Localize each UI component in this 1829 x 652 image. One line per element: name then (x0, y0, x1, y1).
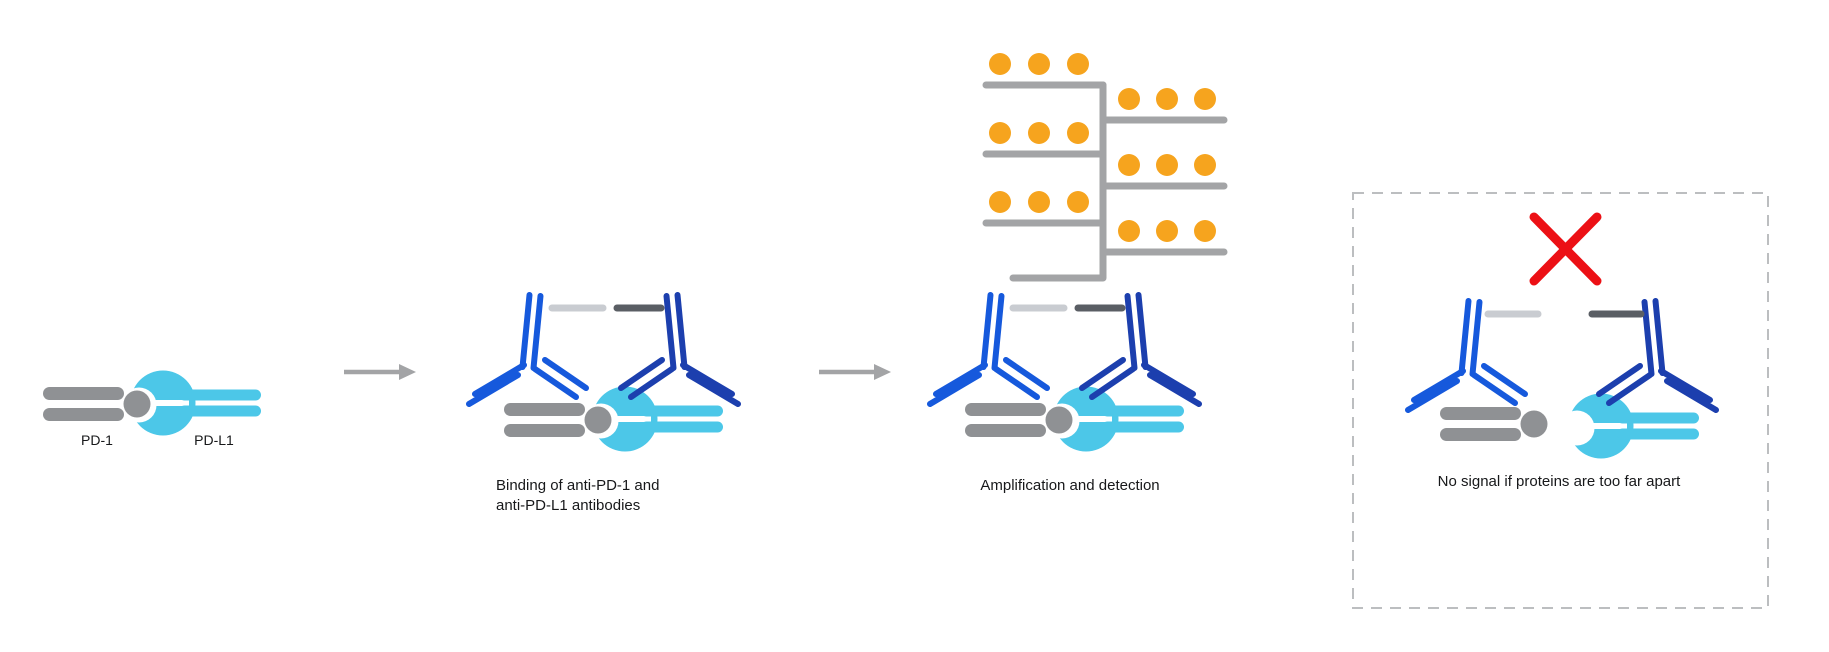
amplification-tree-icon (982, 81, 1228, 282)
fluorophore-dot-icon (1156, 220, 1178, 242)
fluorophore-dot-icon (1028, 191, 1050, 213)
fluorophore-dot-icon (1118, 220, 1140, 242)
panel-amplification: Amplification and detection (930, 53, 1228, 494)
fluorophore-dot-icon (1067, 53, 1089, 75)
fluorophore-dot-icon (1194, 88, 1216, 110)
dashed-box (1352, 192, 1769, 609)
pdl1-label: PD-L1 (194, 432, 234, 448)
fluorophore-dot-icon (1118, 154, 1140, 176)
fluorophore-dot-icon (989, 122, 1011, 144)
arrow-right-icon (344, 364, 416, 380)
fluorophore-dots (989, 53, 1216, 242)
fluorophore-dot-icon (1067, 122, 1089, 144)
pd1-label: PD-1 (81, 432, 113, 448)
no-signal-caption: No signal if proteins are too far apart (1438, 473, 1681, 490)
panel-interaction: PD-1 PD-L1 (43, 370, 261, 448)
pdl1-protein-icon (1559, 393, 1699, 459)
x-mark-icon (1529, 212, 1602, 286)
fluorophore-dot-icon (1156, 154, 1178, 176)
fluorophore-dot-icon (1156, 88, 1178, 110)
fluorophore-dot-icon (1194, 220, 1216, 242)
fluorophore-dot-icon (1028, 122, 1050, 144)
fluorophore-dot-icon (1118, 88, 1140, 110)
fluorophore-dot-icon (1028, 53, 1050, 75)
binding-caption-line2: anti-PD-L1 antibodies (496, 497, 640, 514)
pd1-protein-icon (1440, 407, 1548, 441)
fluorophore-dot-icon (989, 53, 1011, 75)
amplification-caption: Amplification and detection (980, 477, 1159, 494)
fluorophore-dot-icon (989, 191, 1011, 213)
fluorophore-dot-icon (1194, 154, 1216, 176)
arrow-right-icon (819, 364, 891, 380)
fluorophore-dot-icon (1067, 191, 1089, 213)
panel-antibody-binding: Binding of anti-PD-1 and anti-PD-L1 anti… (469, 295, 738, 514)
panel-no-signal: No signal if proteins are too far apart (1352, 192, 1769, 609)
binding-caption-line1: Binding of anti-PD-1 and (496, 477, 659, 494)
pd1-protein-icon (43, 387, 151, 421)
